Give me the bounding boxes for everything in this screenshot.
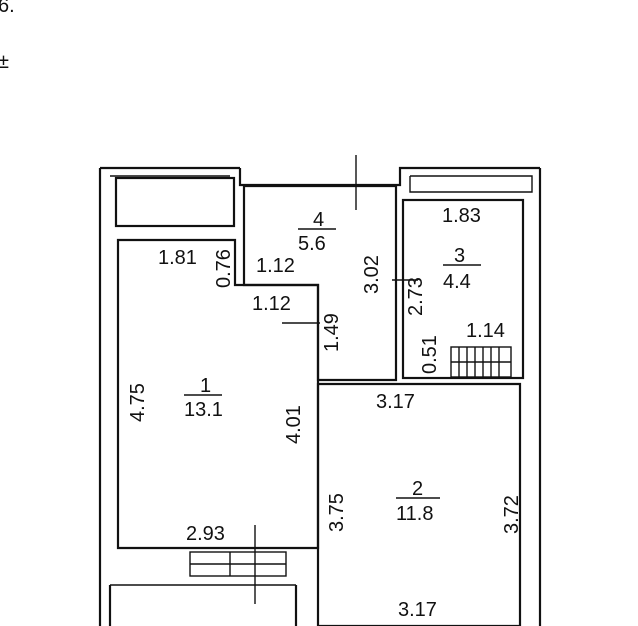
dim-room1-right-height: 4.01 xyxy=(283,405,305,444)
room-3-number: 3 xyxy=(454,245,465,267)
dim-room3-bath-width: 1.14 xyxy=(466,320,505,342)
corner-mark-top: 6. xyxy=(0,0,15,17)
corner-mark-second: ± xyxy=(0,51,9,73)
room-1-number: 1 xyxy=(200,375,211,397)
dim-room2-width-bottom: 3.17 xyxy=(398,599,437,621)
dim-room4-notch-top: 1.12 xyxy=(256,255,295,277)
room-4-number: 4 xyxy=(313,209,324,231)
dim-room3-width: 1.83 xyxy=(442,205,481,227)
dim-room4-notch-height: 1.49 xyxy=(321,313,343,352)
room-3-area: 4.4 xyxy=(443,271,471,293)
exterior-walls xyxy=(98,166,542,626)
dim-room1-left-height: 4.75 xyxy=(127,383,149,422)
room-1-area: 13.1 xyxy=(184,399,223,421)
dim-room1-width-top: 1.81 xyxy=(158,247,197,269)
room-4-outline xyxy=(242,184,398,382)
room-3-outline xyxy=(401,198,525,380)
room-4-area: 5.6 xyxy=(298,233,326,255)
dim-room1-width-bottom: 2.93 xyxy=(186,523,225,545)
dim-room2-left-height: 3.75 xyxy=(326,493,348,532)
dim-room3-lower-height: 0.51 xyxy=(419,335,441,374)
room-2-area: 11.8 xyxy=(396,503,433,525)
dim-room3-height: 2.73 xyxy=(405,277,427,316)
dim-room1-notch-height: 0.76 xyxy=(213,249,235,288)
radiator-room1 xyxy=(189,551,287,577)
room-2-number: 2 xyxy=(412,478,423,500)
room-2-outline xyxy=(316,382,522,626)
dim-room2-right-height: 3.72 xyxy=(501,495,523,534)
dim-room2-width-top: 3.17 xyxy=(376,391,415,413)
dim-room4-notch-bottom: 1.12 xyxy=(252,293,291,315)
balcony-top xyxy=(114,176,236,228)
radiator-room3 xyxy=(450,346,512,378)
dim-room4-height: 3.02 xyxy=(361,255,383,294)
